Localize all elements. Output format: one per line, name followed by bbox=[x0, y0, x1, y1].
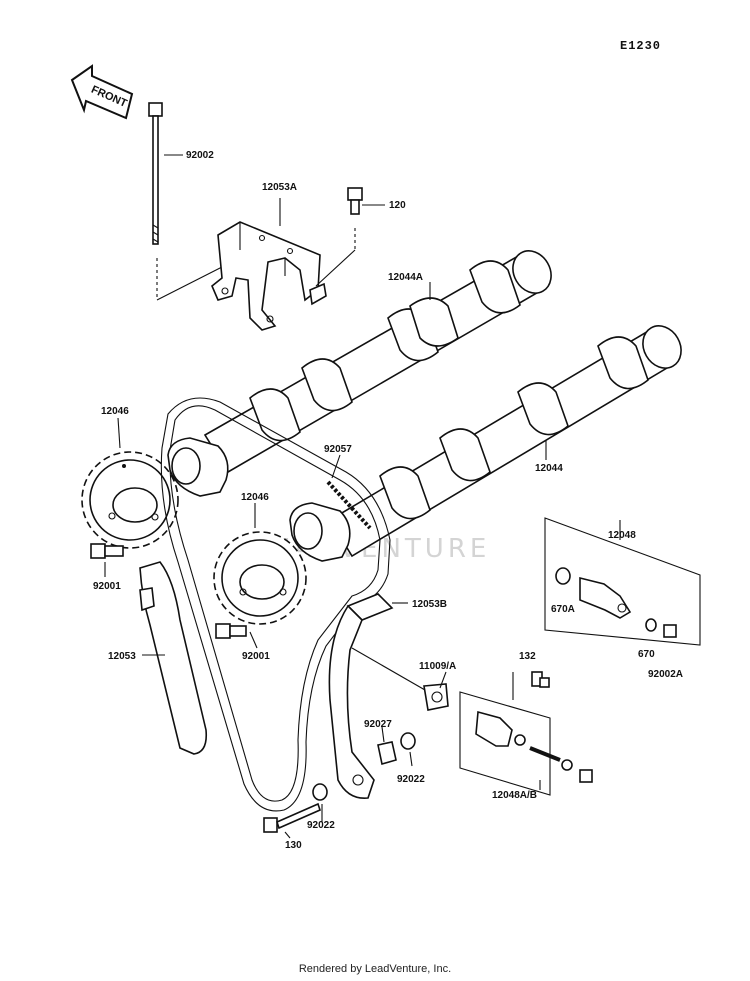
part-label-92001-right: 92001 bbox=[242, 651, 270, 662]
collar-92027 bbox=[377, 741, 397, 766]
part-label-92022-lower: 92022 bbox=[307, 820, 335, 831]
part-label-11009A: 11009/A bbox=[419, 661, 456, 672]
cam-sprocket-12046-right bbox=[213, 531, 307, 625]
part-label-12048: 12048 bbox=[608, 530, 636, 541]
chain-guide-12053 bbox=[139, 561, 208, 755]
part-label-92057: 92057 bbox=[324, 444, 352, 455]
bolt-92001-left bbox=[90, 543, 124, 559]
part-label-12048AB: 12048A/B bbox=[492, 790, 537, 801]
journal-cap-left bbox=[167, 437, 229, 497]
part-label-92022-right: 92022 bbox=[397, 774, 425, 785]
washer-92022-right bbox=[400, 732, 416, 750]
part-label-12053: 12053 bbox=[108, 651, 136, 662]
journal-cap-right bbox=[289, 502, 351, 562]
washer-92022-lower bbox=[312, 783, 328, 801]
footer-credit: Rendered by LeadVenture, Inc. bbox=[298, 963, 452, 975]
part-label-12046-left: 12046 bbox=[101, 406, 129, 417]
cam-chain-92057 bbox=[160, 397, 391, 812]
part-label-92027: 92027 bbox=[364, 719, 392, 730]
part-label-12046-right: 12046 bbox=[241, 492, 269, 503]
front-arrow-icon: FRONT bbox=[70, 64, 134, 120]
part-label-12053B: 12053B bbox=[412, 599, 447, 610]
gasket-11009A bbox=[423, 683, 449, 711]
part-label-132: 132 bbox=[519, 651, 536, 662]
part-label-92001-left: 92001 bbox=[93, 581, 121, 592]
part-label-670A: 670A bbox=[551, 604, 575, 615]
bolt-130 bbox=[263, 802, 321, 833]
tensioner-12048AB bbox=[459, 691, 593, 796]
part-label-12044: 12044 bbox=[535, 463, 563, 474]
bolt-132 bbox=[531, 671, 550, 688]
part-label-130: 130 bbox=[285, 840, 302, 851]
part-label-120: 120 bbox=[389, 200, 406, 211]
bolt-92001-right bbox=[215, 623, 247, 639]
camshaft-12044A bbox=[203, 250, 552, 474]
diagram-code: E1230 bbox=[620, 39, 661, 53]
part-label-92002: 92002 bbox=[186, 150, 214, 161]
camshaft-12044 bbox=[328, 325, 682, 558]
part-label-12044A: 12044A bbox=[388, 272, 423, 283]
tensioner-assembly-12048 bbox=[544, 517, 701, 646]
part-label-92002A: 92002A bbox=[648, 669, 683, 680]
part-label-670: 670 bbox=[638, 649, 655, 660]
bolt-120 bbox=[347, 187, 363, 215]
cam-sprocket-12046-left bbox=[81, 451, 179, 549]
chain-guide-12053B bbox=[328, 593, 394, 799]
part-label-12053A: 12053A bbox=[262, 182, 297, 193]
camshaft-holder-12053A bbox=[211, 221, 327, 331]
long-bolt-92002 bbox=[148, 102, 163, 245]
